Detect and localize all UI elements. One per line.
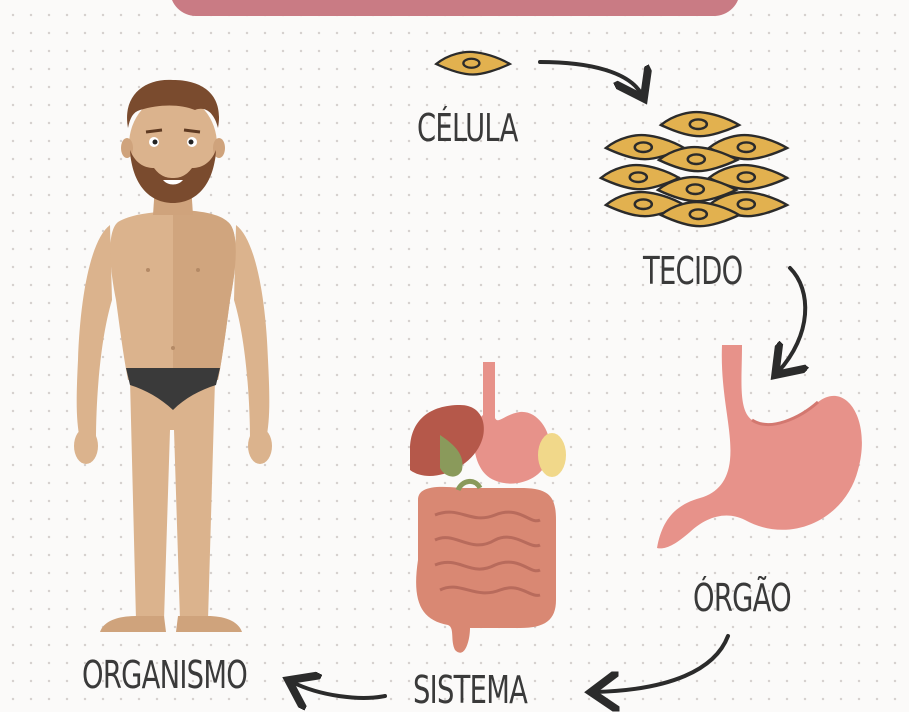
- arrow-sistema-to-organismo: [292, 682, 385, 698]
- label-orgao: ÓRGÃO: [693, 579, 791, 617]
- arrow-celula-to-tecido: [540, 62, 642, 95]
- digestive-system-icon: [410, 362, 566, 653]
- tissue-icon: [601, 112, 787, 226]
- arrow-orgao-to-sistema: [595, 636, 728, 692]
- human-figure-icon: [74, 80, 272, 632]
- cell-icon: [436, 52, 510, 75]
- label-sistema: SISTEMA: [413, 671, 527, 709]
- label-tecido: TECIDO: [643, 252, 742, 290]
- arrow-tecido-to-orgao: [778, 268, 805, 372]
- stomach-icon: [657, 345, 862, 548]
- label-celula: CÉLULA: [417, 109, 518, 147]
- label-organismo: ORGANISMO: [82, 656, 247, 694]
